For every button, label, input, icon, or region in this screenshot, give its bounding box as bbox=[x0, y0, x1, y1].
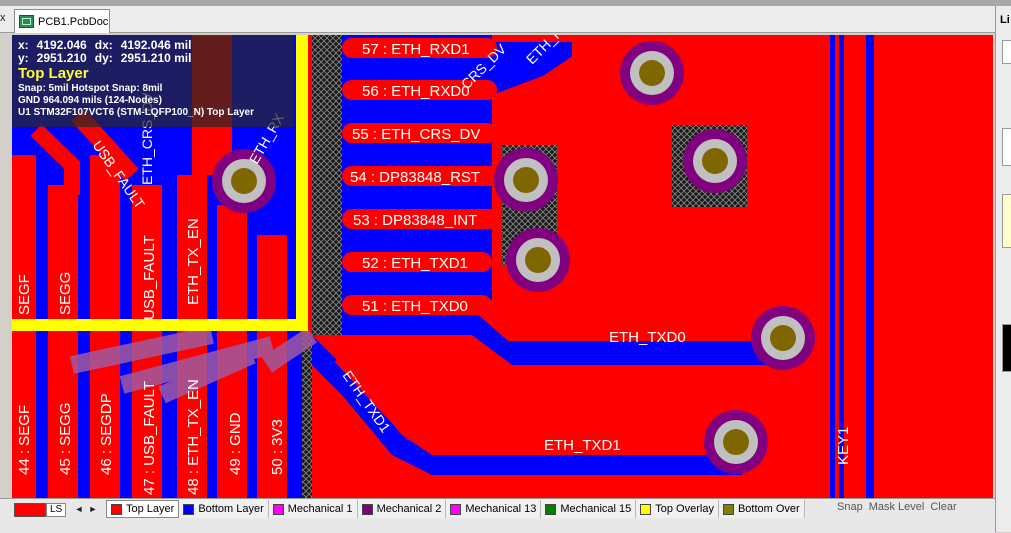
pin-label-45: 45 : SEGG bbox=[57, 402, 74, 475]
heads-up-display: x: 4192.046 dx: 4192.046 mil y: 2951.210… bbox=[12, 35, 294, 127]
hud-net: GND 964.094 mils (124-Nodes) bbox=[18, 95, 162, 106]
mask-level-button[interactable]: Mask Level bbox=[868, 501, 925, 513]
pcb-document-icon bbox=[19, 15, 34, 28]
pin-trace-group bbox=[334, 35, 772, 440]
pin-label-54: 54 : DP83848_RST bbox=[350, 169, 480, 186]
layer-tab-label: Mechanical 2 bbox=[376, 503, 442, 515]
pin-label-55: 55 : ETH_CRS_DV bbox=[352, 126, 480, 143]
layer-tabs: Top Layer Bottom Layer Mechanical 1 Mech… bbox=[106, 500, 805, 518]
layer-tab-mechanical-2[interactable]: Mechanical 2 bbox=[357, 500, 447, 518]
hud-dy-value: 2951.210 mil bbox=[120, 51, 192, 65]
layer-color-swatch bbox=[183, 503, 195, 515]
layer-color-swatch bbox=[361, 503, 373, 515]
net-label-eth-txd0: ETH_TXD0 bbox=[609, 329, 686, 346]
component-outline-overlay bbox=[12, 35, 308, 331]
panel-preview bbox=[1002, 324, 1011, 372]
hud-dx-label: dx: bbox=[94, 38, 113, 52]
next-layer-button[interactable]: ► bbox=[88, 504, 98, 514]
net-label-segg: SEGG bbox=[57, 272, 74, 315]
top-trace-vertical bbox=[860, 35, 866, 498]
pin-label-47: 47 : USB_FAULT bbox=[141, 381, 158, 495]
net-label-key1: KEY1 bbox=[835, 427, 852, 465]
net-label-eth-txd1: ETH_TXD1 bbox=[544, 437, 621, 454]
tab-label: PCB1.PcbDoc bbox=[38, 15, 109, 28]
pin-label-52: 52 : ETH_TXD1 bbox=[362, 255, 468, 272]
hud-x-label: x: bbox=[18, 38, 29, 52]
layer-color-swatch bbox=[722, 503, 734, 515]
layer-color-swatch bbox=[272, 503, 284, 515]
net-label-usb-fault: USB_FAULT bbox=[141, 235, 158, 320]
pin-label-56: 56 : ETH_RXD0 bbox=[362, 83, 470, 100]
layer-tab-label: Top Overlay bbox=[655, 503, 714, 515]
layer-color-swatch bbox=[111, 503, 122, 515]
layer-tab-mechanical-1[interactable]: Mechanical 1 bbox=[268, 500, 358, 518]
mechanical-traces bbox=[70, 326, 317, 404]
pads bbox=[212, 41, 815, 474]
snap-button[interactable]: Snap bbox=[837, 501, 863, 513]
right-side-panel: Li bbox=[995, 6, 1011, 532]
layer-tab-bottom-overlay[interactable]: Bottom Over bbox=[718, 500, 805, 518]
net-label-eth-tx-en: ETH_TX_EN bbox=[185, 218, 202, 305]
pin-label-48: 48 : ETH_TX_EN bbox=[185, 379, 202, 495]
pin-label-51: 51 : ETH_TXD0 bbox=[362, 298, 468, 315]
pin-label-53: 53 : DP83848_INT bbox=[353, 212, 477, 229]
layer-tab-top-overlay[interactable]: Top Overlay bbox=[636, 500, 719, 518]
polygon-cutout bbox=[312, 35, 342, 335]
layer-tab-label: Top Layer bbox=[126, 503, 175, 515]
layer-tab-label: Mechanical 15 bbox=[560, 503, 632, 515]
layer-tab-mechanical-15[interactable]: Mechanical 15 bbox=[541, 500, 637, 518]
pin-label-50: 50 : 3V3 bbox=[269, 419, 286, 475]
hud-component: U1 STM32F107VCT6 (STM-LQFP100_N) Top Lay… bbox=[18, 107, 254, 118]
panel-control[interactable] bbox=[1002, 194, 1011, 248]
top-trace-vertical bbox=[835, 35, 839, 498]
tab-pcb1-pcbdoc[interactable]: PCB1.PcbDoc bbox=[14, 9, 110, 33]
right-panel-title: Li bbox=[1000, 14, 1010, 26]
layer-tab-bottom-layer[interactable]: Bottom Layer bbox=[179, 500, 269, 518]
layer-color-swatch bbox=[450, 503, 462, 515]
document-tab-strip bbox=[0, 6, 995, 33]
hud-x-row: x: 4192.046 dx: 4192.046 mil bbox=[18, 39, 288, 52]
pin-label-44: 44 : SEGF bbox=[16, 405, 33, 475]
layer-color-swatch bbox=[545, 503, 557, 515]
window-titlebar bbox=[0, 0, 1011, 6]
current-layer-swatch bbox=[14, 503, 46, 517]
layer-tab-label: Bottom Layer bbox=[198, 503, 264, 515]
hud-x-value: 4192.046 bbox=[36, 38, 87, 52]
layer-tools: Snap Mask Level Clear bbox=[835, 501, 959, 513]
layer-tab-mechanical-13[interactable]: Mechanical 13 bbox=[446, 500, 542, 518]
hud-y-row: y: 2951.210 dy: 2951.210 mil bbox=[18, 52, 288, 65]
layer-tab-label: Bottom Over bbox=[737, 503, 800, 515]
panel-control[interactable] bbox=[1002, 128, 1011, 166]
layer-tab-label: Mechanical 13 bbox=[465, 503, 537, 515]
layer-color-swatch bbox=[640, 503, 652, 515]
clear-button[interactable]: Clear bbox=[930, 501, 957, 513]
pin-labels: 57 : ETH_RXD1 56 : ETH_RXD0 55 : ETH_CRS… bbox=[340, 41, 852, 465]
pin-label-57: 57 : ETH_RXD1 bbox=[362, 41, 470, 58]
current-layer-indicator[interactable]: LS bbox=[14, 503, 67, 517]
trace-clearance bbox=[312, 35, 812, 365]
hud-dy-label: dy: bbox=[94, 51, 113, 65]
prev-layer-button[interactable]: ◄ bbox=[74, 504, 84, 514]
panel-control[interactable] bbox=[1002, 40, 1011, 64]
hud-y-value: 2951.210 bbox=[36, 51, 87, 65]
layer-tab-label: Mechanical 1 bbox=[287, 503, 353, 515]
close-icon[interactable]: x bbox=[0, 12, 6, 24]
layer-set-label: LS bbox=[46, 503, 67, 517]
hud-snap: Snap: 5mil Hotspot Snap: 8mil bbox=[18, 83, 163, 94]
net-label-segf: SEGF bbox=[16, 274, 33, 315]
pin-label-49: 49 : GND bbox=[227, 412, 244, 475]
layer-tab-top-layer[interactable]: Top Layer bbox=[106, 500, 180, 518]
pin-label-46: 46 : SEGDP bbox=[98, 393, 115, 475]
hud-current-layer: Top Layer bbox=[18, 65, 89, 82]
trace-clearance bbox=[312, 335, 742, 475]
hud-y-label: y: bbox=[18, 51, 29, 65]
hud-dx-value: 4192.046 mil bbox=[120, 38, 192, 52]
